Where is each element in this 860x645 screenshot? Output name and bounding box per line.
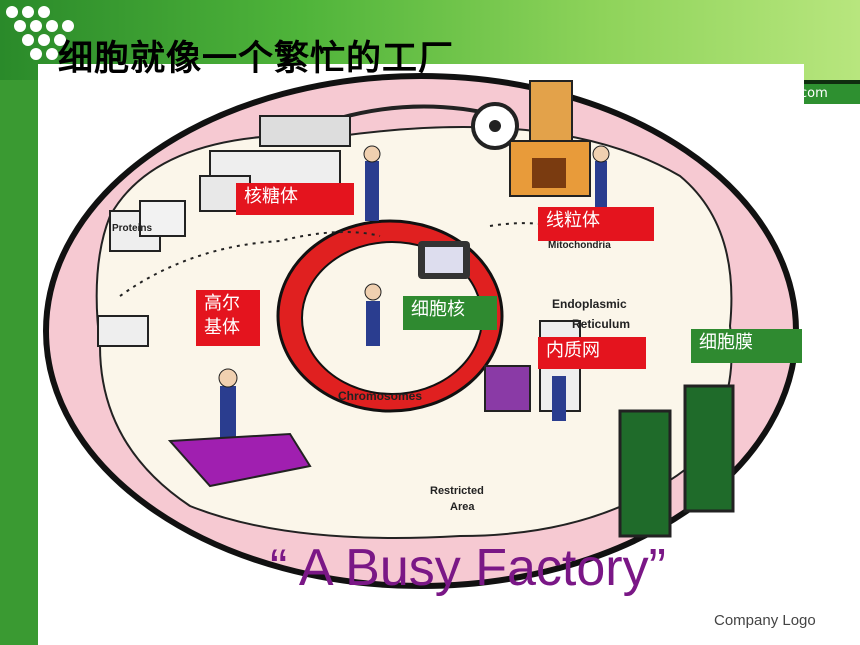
label-membrane: 细胞膜 bbox=[691, 329, 802, 363]
label-ribosome: 核糖体 bbox=[236, 183, 354, 215]
url-fragment: com bbox=[800, 86, 828, 101]
label-er: 内质网 bbox=[538, 337, 646, 369]
tagline: “ A Busy Factory” bbox=[270, 539, 666, 597]
cell-factory-illustration: Endoplasmic Reticulum Chromosomes Restri… bbox=[43, 73, 799, 589]
er-text: Endoplasmic bbox=[552, 297, 627, 311]
er-text-2: Reticulum bbox=[572, 317, 630, 331]
company-logo: Company Logo bbox=[714, 612, 816, 629]
mitochondria-en-text: Mitochondria bbox=[548, 240, 611, 251]
label-mitochondria: 线粒体 bbox=[538, 207, 654, 241]
label-nucleus: 细胞核 bbox=[403, 296, 497, 330]
proteins-text: Proteins bbox=[112, 223, 152, 234]
chromosomes-text: Chromosomes bbox=[338, 389, 422, 403]
area-text: Area bbox=[450, 501, 475, 513]
label-golgi: 高尔 基体 bbox=[196, 290, 260, 346]
restricted-text: Restricted bbox=[430, 485, 484, 497]
left-sidebar-bar bbox=[0, 80, 38, 645]
slide-title: 细胞就像一个繁忙的工厂 bbox=[58, 39, 455, 79]
